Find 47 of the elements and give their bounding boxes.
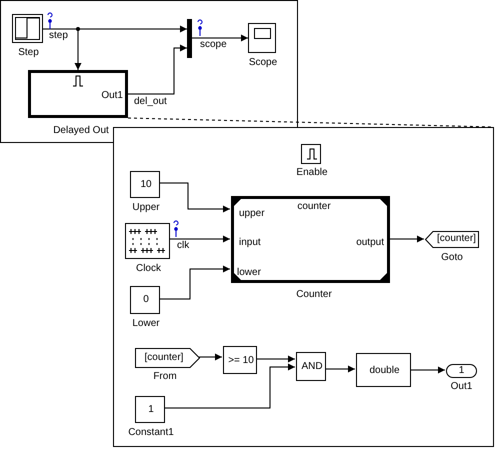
block-value: 1 (458, 365, 466, 377)
signal-line (128, 44, 188, 94)
block-label: Scope (248, 57, 278, 69)
signal-line (198, 354, 222, 360)
block-label: Out1 (450, 381, 474, 393)
subsystem-window (113, 127, 494, 447)
block-label: Counter (295, 289, 333, 301)
block-label: Constant1 (127, 427, 175, 439)
block-label: Goto (440, 252, 464, 264)
logic-block (356, 353, 411, 387)
signal-line (168, 236, 230, 242)
block-value: 0 (142, 294, 150, 306)
signal-label: del_out (133, 96, 168, 108)
block-value: >= 10 (227, 355, 255, 367)
block-label: Upper (131, 202, 161, 214)
signal-line (388, 236, 424, 242)
block-label: Enable (295, 167, 329, 179)
dashed-zoom-line (128, 118, 494, 128)
block-label: Step (17, 47, 40, 59)
signal-label: scope (199, 39, 228, 51)
block-label: From (152, 371, 178, 383)
port-label: lower (237, 267, 262, 279)
port-label: output (355, 237, 384, 249)
signal-line (158, 266, 230, 300)
signal-line (158, 182, 230, 212)
block-title: counter (296, 201, 332, 213)
port-label: input (239, 237, 262, 249)
signal-line (256, 356, 296, 362)
logic-block (296, 352, 326, 381)
block-value: 1 (147, 404, 155, 416)
block-value: double (368, 365, 401, 377)
block-label: Clock (134, 263, 162, 275)
block-label: Delayed Out (52, 125, 110, 137)
signal-line (164, 364, 296, 408)
signal-line (192, 34, 248, 42)
port-label: upper (239, 208, 266, 220)
block-value: 10 (139, 179, 153, 191)
signal-line (324, 366, 356, 372)
block-value: AND (300, 361, 324, 373)
tag-text: [counter] (144, 352, 184, 364)
mux-bar (187, 19, 192, 58)
block-label: Lower (131, 318, 161, 330)
signal-label: step (48, 30, 69, 42)
tag-text: [counter] (436, 233, 477, 245)
signal-line (410, 366, 446, 374)
logic-block (223, 346, 257, 374)
port-label: Out1 (100, 90, 123, 102)
